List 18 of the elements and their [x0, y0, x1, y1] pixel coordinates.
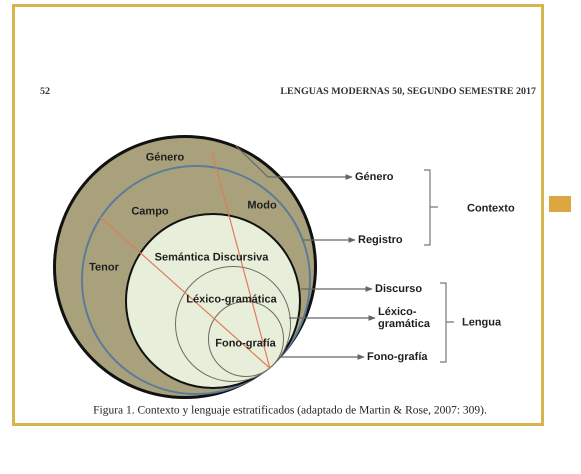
level-label: Género [355, 170, 405, 184]
arrow [236, 146, 353, 180]
region-label: Género [146, 152, 184, 164]
level-label: Léxico- gramática [378, 306, 440, 330]
region-label: Tenor [89, 262, 119, 274]
group-label: Contexto [467, 204, 515, 214]
arrow [289, 315, 376, 321]
arrow [279, 354, 365, 360]
level-label: Registro [358, 234, 414, 246]
group-label: Lengua [462, 318, 502, 328]
level-label: Discurso [375, 282, 431, 296]
figure-caption: Figura 1. Contexto y lenguaje estratificados (adaptado de Martin & Rose, 2007: 309). [93, 405, 487, 417]
region-label: Campo [131, 206, 169, 218]
level-label: Fono-grafía [367, 350, 437, 364]
region-label: Modo [247, 200, 277, 212]
running-header: LENGUAS MODERNAS 50, SEGUNDO SEMESTRE 2017 [280, 87, 536, 97]
arrow [302, 237, 356, 243]
page-number: 52 [40, 87, 50, 97]
